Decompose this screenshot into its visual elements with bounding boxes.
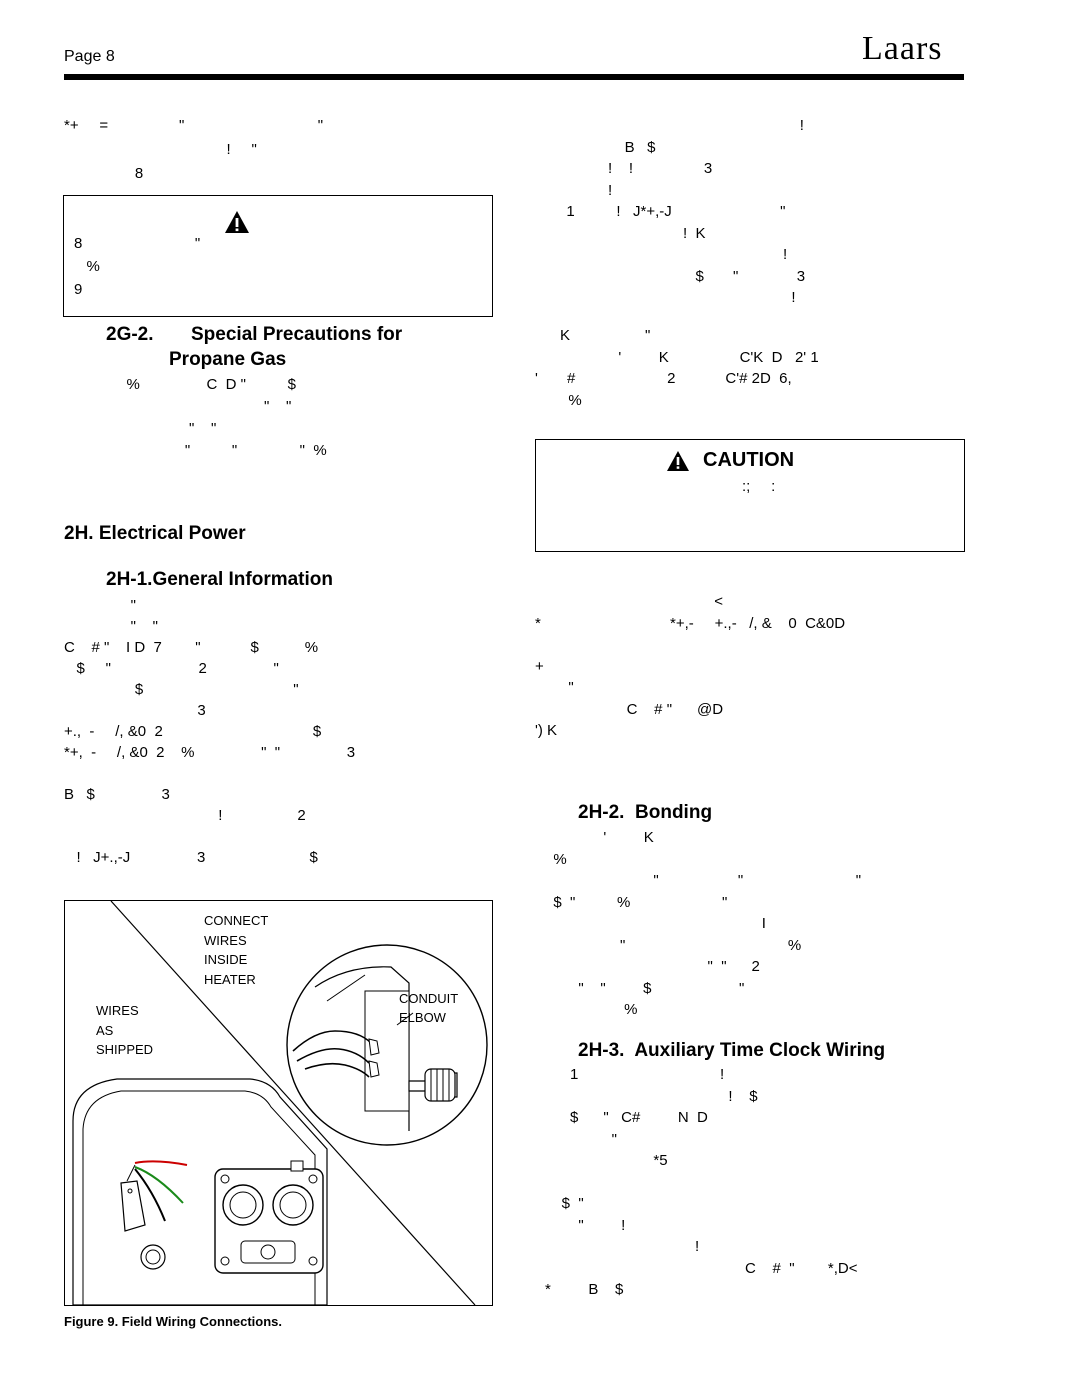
label-inside: INSIDE [204, 952, 248, 967]
section-2g2-title-line2: Propane Gas [169, 349, 287, 370]
text-line: ! 2 [64, 807, 306, 824]
text-line: ' K C'K D 2' 1 [535, 348, 819, 366]
section-2h1-title: 2H-1.General Information [106, 569, 333, 590]
caution-box: CAUTION :; : [535, 439, 965, 552]
text-line: " % [545, 936, 802, 954]
label-elbow: ELBOW [399, 1010, 446, 1025]
section-2h-title: 2H. Electrical Power [64, 523, 246, 544]
text-line: C # " @D [535, 700, 724, 718]
text-line: B $ 3 [64, 786, 170, 803]
text-line: " " 2 [545, 958, 760, 975]
warning-line: 9 [74, 281, 83, 298]
label-wires-as-shipped-3: SHIPPED [96, 1042, 154, 1057]
text-line: " " [114, 398, 292, 415]
text-line: $ " C# N D [545, 1109, 708, 1126]
text-line: $ " 3 [558, 267, 806, 285]
text-line: " " [114, 420, 217, 437]
warning-line: 8 " [74, 235, 201, 252]
header-rule [64, 74, 964, 80]
text-line: B $ [558, 138, 656, 156]
laars-logo: Laars [862, 30, 943, 67]
warning-line: % [74, 258, 100, 275]
caution-icon [667, 451, 689, 471]
text-line: * B $ [545, 1281, 624, 1298]
text-line: *+, - /, &0 2 % " " 3 [64, 744, 356, 761]
text-line: + [535, 657, 544, 675]
text-line: ! J+.,-J 3 $ [64, 849, 318, 866]
field-wiring-illustration [72, 901, 488, 1305]
text-line: $ " [545, 1195, 584, 1212]
text-line: ' K [545, 829, 654, 846]
text-line: 1 ! [545, 1066, 725, 1083]
label-wires-as-shipped-1: WIRES [96, 1003, 139, 1018]
text-line: +., - /, &0 2 $ [64, 723, 322, 740]
text-line: ! [558, 289, 796, 306]
text-line: 1 ! J*+,-J " [558, 203, 786, 220]
text-line: ! [558, 117, 804, 134]
text-line: *5 [545, 1152, 668, 1169]
figure-9-caption: Figure 9. Field Wiring Connections. [64, 1314, 283, 1329]
text-line: C # " *,D< [545, 1259, 858, 1277]
text-line: $ " % " [545, 893, 728, 911]
section-2h2-title: 2H-2. Bonding [578, 802, 713, 823]
label-connect: CONNECT [204, 913, 269, 928]
text-line: " [64, 597, 137, 614]
text-line: ! [558, 246, 788, 263]
text-line: ') K [535, 722, 558, 739]
text-line: % C D " $ [114, 376, 297, 393]
text-line: 8 [64, 165, 144, 182]
text-line: % [535, 391, 582, 409]
text-line: " [535, 679, 574, 696]
warning-box: 8 " % 9 [63, 195, 493, 317]
caution-title: CAUTION [703, 449, 795, 471]
section-2g2-title-line1: Special Precautions for [191, 324, 403, 345]
text-line: % [545, 1001, 638, 1018]
text-line: 3 [64, 702, 206, 719]
text-line: ! " [64, 141, 257, 158]
figure-9-frame: CONNECT WIRES INSIDE HEATER CONDUIT ELBO… [64, 900, 493, 1306]
text-line: " " $ " [545, 979, 745, 997]
text-line: *+ = " " [64, 117, 324, 134]
text-line: $ " 2 " [64, 660, 279, 677]
text-line: C # " I D 7 " $ % [64, 639, 319, 656]
text-line: ' # 2 C'# 2D 6, [535, 370, 792, 387]
warning-icon [225, 211, 249, 233]
text-line: " [545, 1130, 618, 1148]
text-line: " " " % [114, 442, 327, 459]
text-line: * *+,- +.,- /, & 0 C&0D [535, 614, 846, 632]
text-line: ! K [558, 224, 706, 242]
text-line: ! $ [545, 1087, 758, 1105]
label-heater: HEATER [204, 972, 256, 987]
text-line: " " [64, 618, 158, 635]
text-line: ! [545, 1238, 700, 1255]
text-line: ! [558, 181, 613, 199]
text-line: K " [535, 327, 651, 344]
text-line: " " " [545, 872, 862, 889]
text-line: I [545, 915, 766, 932]
label-wires: WIRES [204, 933, 247, 948]
caution-text: :; : [742, 478, 776, 495]
page-number: Page 8 [64, 48, 115, 65]
text-line: < [535, 593, 723, 610]
text-line: % [545, 850, 567, 868]
label-wires-as-shipped-2: AS [96, 1023, 114, 1038]
text-line: " ! [545, 1216, 626, 1234]
section-2h3-title: 2H-3. Auxiliary Time Clock Wiring [578, 1040, 886, 1061]
text-line: $ " [64, 681, 299, 698]
section-2g2-number: 2G-2. [106, 324, 154, 345]
text-line: ! ! 3 [558, 160, 713, 177]
label-conduit: CONDUIT [399, 991, 459, 1006]
